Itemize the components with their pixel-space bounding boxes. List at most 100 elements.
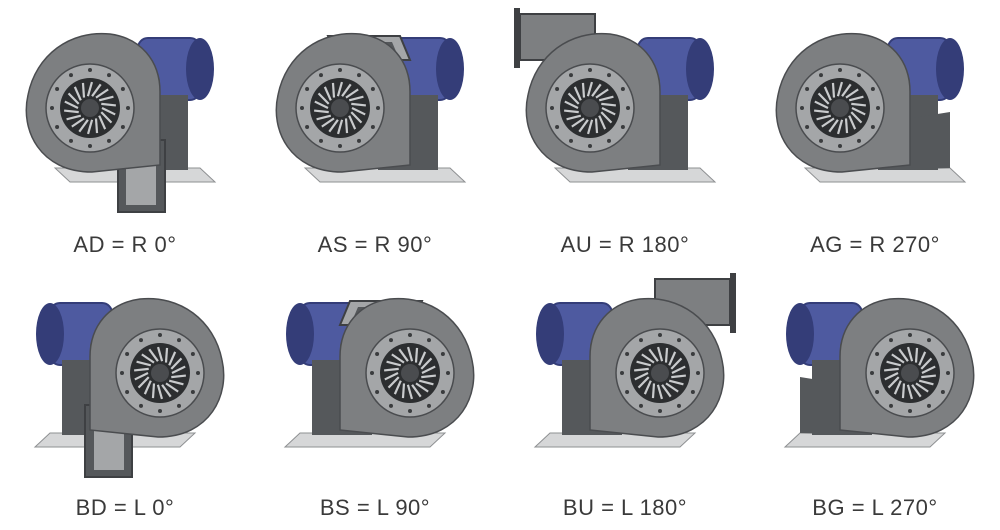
fan-cell-au: AU = R 180° bbox=[500, 0, 750, 265]
impeller-hub bbox=[831, 99, 849, 117]
impeller-blade bbox=[637, 376, 650, 389]
impeller-blade bbox=[401, 383, 406, 399]
bolt-hole bbox=[805, 125, 810, 129]
fan-label-as: AS = R 90° bbox=[317, 232, 433, 257]
impeller-blade bbox=[398, 348, 409, 362]
impeller-blade bbox=[384, 372, 399, 381]
impeller-hub bbox=[901, 364, 919, 382]
impeller-blade bbox=[586, 81, 594, 97]
fan-body bbox=[25, 32, 217, 213]
impeller-blade bbox=[418, 351, 427, 366]
fan-label-bs: BS = L 90° bbox=[319, 495, 431, 520]
fan-ad-illustration bbox=[25, 32, 217, 213]
impeller-blade bbox=[165, 382, 179, 393]
impeller-blade bbox=[634, 367, 649, 372]
impeller-blade bbox=[94, 118, 99, 134]
motor-end-cap bbox=[786, 303, 814, 365]
impeller-blade bbox=[314, 100, 329, 109]
fan-geometry bbox=[783, 297, 975, 448]
fan-cell-as: AS = R 90° bbox=[250, 0, 500, 265]
impeller-blade bbox=[656, 346, 664, 362]
fan-geometry bbox=[775, 32, 967, 183]
impeller-blade bbox=[98, 115, 107, 130]
bolt-hole bbox=[889, 403, 893, 408]
bolt-hole bbox=[55, 125, 60, 129]
impeller-blade bbox=[641, 353, 655, 364]
impeller-blade bbox=[636, 360, 652, 367]
impeller-blade bbox=[415, 382, 429, 393]
outlet-duct bbox=[800, 377, 850, 435]
impeller-blade bbox=[884, 372, 899, 381]
bolt-hole bbox=[126, 106, 130, 110]
fan-geometry bbox=[533, 273, 736, 448]
impeller-blade bbox=[336, 81, 344, 97]
impeller-blade bbox=[817, 92, 830, 105]
impeller-blade bbox=[420, 357, 433, 370]
impeller-blade bbox=[594, 118, 599, 134]
impeller-blade bbox=[81, 82, 86, 98]
bolt-hole bbox=[440, 352, 445, 356]
bolt-hole bbox=[838, 144, 842, 148]
impeller-blade bbox=[845, 88, 859, 99]
impeller-hub bbox=[151, 364, 169, 382]
impeller-blade bbox=[98, 95, 114, 102]
impeller-blade bbox=[341, 83, 352, 97]
impeller-blade bbox=[66, 114, 82, 121]
impeller-blade bbox=[384, 367, 399, 372]
impeller-blade bbox=[73, 86, 82, 101]
fan-label-bu: BU = L 180° bbox=[562, 495, 688, 520]
impeller-blade bbox=[665, 382, 679, 393]
fan-body bbox=[783, 297, 975, 448]
bolt-hole bbox=[370, 125, 375, 129]
impeller-blade bbox=[918, 379, 934, 386]
impeller-blade bbox=[851, 107, 866, 116]
bolt-hole bbox=[319, 138, 323, 143]
bolt-hole bbox=[107, 73, 111, 78]
bolt-hole bbox=[427, 403, 431, 408]
impeller-blade bbox=[578, 119, 589, 133]
bolt-hole bbox=[190, 352, 195, 356]
bolt-hole bbox=[677, 338, 681, 343]
impeller-blade bbox=[148, 348, 159, 362]
impeller-blade bbox=[406, 346, 414, 362]
fan-label-au: AU = R 180° bbox=[560, 232, 690, 257]
impeller-blade bbox=[321, 117, 335, 128]
impeller-blade bbox=[406, 384, 414, 400]
bolt-hole bbox=[555, 125, 560, 129]
impeller-blade bbox=[71, 117, 85, 128]
bolt-hole bbox=[940, 390, 945, 394]
impeller-blade bbox=[564, 100, 579, 109]
bolt-hole bbox=[427, 338, 431, 343]
impeller-blade bbox=[648, 348, 659, 362]
fan-cell-ag: AG = R 270° bbox=[750, 0, 1000, 265]
motor-end-cap bbox=[436, 38, 464, 100]
impeller-blade bbox=[134, 367, 149, 372]
fan-label-bg: BG = L 270° bbox=[812, 495, 938, 520]
impeller-blade bbox=[844, 118, 849, 134]
bolt-hole bbox=[870, 125, 875, 129]
impeller-blade bbox=[100, 111, 113, 124]
bolt-hole bbox=[120, 87, 125, 91]
bolt-hole bbox=[50, 106, 54, 110]
fan-body bbox=[275, 32, 467, 183]
bolt-hole bbox=[870, 87, 875, 91]
outlet-flange bbox=[730, 273, 736, 333]
impeller-blade bbox=[823, 86, 832, 101]
bolt-hole bbox=[305, 87, 310, 91]
bolt-hole bbox=[357, 138, 361, 143]
impeller-blade bbox=[316, 114, 332, 121]
bolt-hole bbox=[927, 338, 931, 343]
bolt-hole bbox=[139, 403, 143, 408]
bolt-hole bbox=[658, 333, 662, 337]
bolt-hole bbox=[569, 138, 573, 143]
impeller-blade bbox=[170, 357, 183, 370]
impeller-blade bbox=[670, 357, 683, 370]
impeller-blade bbox=[101, 107, 116, 116]
impeller-blade bbox=[848, 115, 857, 130]
bolt-hole bbox=[876, 106, 880, 110]
bolt-hole bbox=[305, 125, 310, 129]
bolt-hole bbox=[805, 87, 810, 91]
fan-geometry bbox=[275, 32, 467, 183]
impeller-blade bbox=[601, 107, 616, 116]
fan-as-illustration bbox=[275, 32, 467, 183]
